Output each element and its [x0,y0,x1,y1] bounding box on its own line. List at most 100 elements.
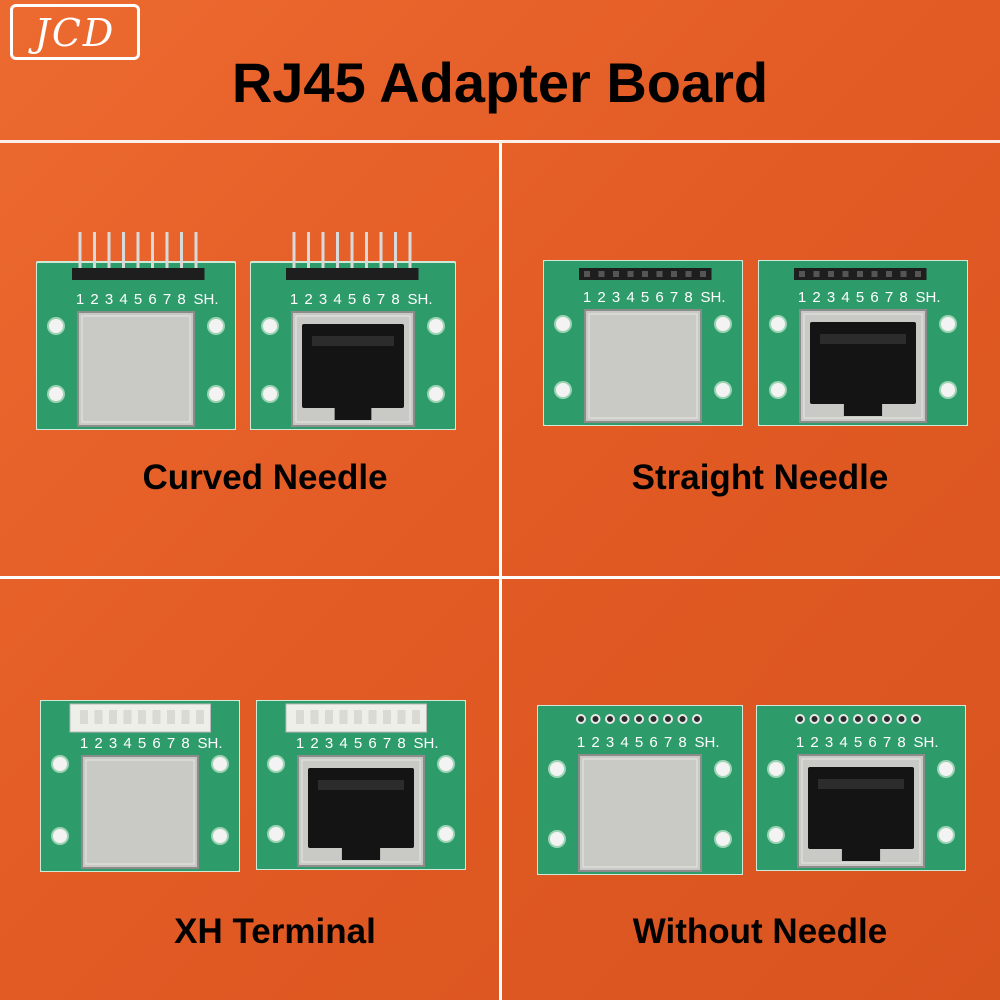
mounting-hole [51,755,69,773]
terminal-slot [325,710,333,724]
pin-label: 2 [591,734,599,751]
pin-label: 3 [827,289,835,306]
pin-label: 3 [325,735,333,752]
terminal-slot [310,710,319,724]
header-pin [292,232,296,274]
mounting-hole [937,826,955,844]
header-pin [408,232,412,274]
pin-label: 4 [626,289,634,306]
solder-hole [576,714,586,724]
rj45-shell-edge [582,758,698,868]
pin-label: 8 [177,291,185,308]
solder-hole [911,714,921,724]
header-pin [656,271,663,277]
pin-label: 6 [868,734,876,751]
pin-label: 5 [134,291,142,308]
pin-label: 7 [167,735,175,752]
pin-label: 6 [152,735,160,752]
pin-label: 6 [649,734,657,751]
pin-label: SH. [915,289,940,306]
variant-label: Curved Needle [142,458,388,497]
terminal-slot [296,710,304,724]
rj45-latch-slot [341,844,381,860]
header-pin [598,271,605,277]
pin-header [72,268,205,280]
header-pin [394,232,397,274]
pin-label: 8 [678,734,686,751]
mounting-hole [47,385,65,403]
pin-label: 4 [339,735,347,752]
pin-label: 1 [798,289,806,306]
solder-hole [795,714,805,724]
mounting-hole [267,755,285,773]
divider-top [0,140,1000,143]
terminal-slot [94,710,103,724]
terminal-slot [397,710,406,724]
rj45-latch-slot [334,404,372,420]
mounting-hole [211,827,229,845]
rj45-shell-edge [85,759,195,865]
solder-hole [605,714,615,724]
variant-label: XH Terminal [174,912,376,951]
header-pin [321,232,325,274]
mounting-hole [548,830,566,848]
header-pin [122,232,125,274]
pin-label: 2 [90,291,98,308]
pin-label: 6 [148,291,156,308]
pin-label: 5 [856,289,864,306]
mounting-hole [548,760,566,778]
header-pin [915,271,921,277]
pin-label: 8 [897,734,905,751]
header-pin [900,271,907,277]
pin-label: 1 [76,291,84,308]
terminal-slot [339,710,348,724]
pin-label: SH. [197,735,222,752]
header-pin [136,232,140,274]
pin-label: 1 [290,291,298,308]
pin-label: 1 [80,735,88,752]
mounting-hole [47,317,65,335]
solder-hole [590,714,601,724]
pin-label: 2 [94,735,102,752]
pin-label: 4 [123,735,131,752]
pin-label: 7 [664,734,672,751]
header-pin [584,271,590,277]
header-pin [828,271,834,277]
divider-vertical [499,143,502,1000]
header-pin [886,271,892,277]
pin-label: SH. [700,289,725,306]
pin-label: SH. [413,735,438,752]
mounting-hole [714,381,732,399]
header-pin [700,271,706,277]
pin-label: 8 [181,735,189,752]
mounting-hole [207,385,225,403]
pin-label: 7 [883,734,891,751]
pin-label: 8 [397,735,405,752]
pin-label: 2 [304,291,312,308]
mounting-hole [211,755,229,773]
terminal-slot [109,710,117,724]
pin-header [286,268,419,280]
header-pin [336,232,339,274]
pin-label: 5 [635,734,643,751]
solder-hole [838,714,849,724]
pin-label: 8 [899,289,907,306]
header-pin [842,271,849,277]
pin-label: 2 [310,735,318,752]
terminal-slot [196,710,204,724]
pin-label: 4 [839,734,847,751]
mounting-hole [267,825,285,843]
header-pin [151,232,154,274]
pin-label: 5 [138,735,146,752]
mounting-hole [939,315,957,333]
mounting-hole [554,381,572,399]
rj45-contacts [818,779,904,789]
header-pin [307,232,310,274]
rj45-shell [584,309,702,423]
solder-hole [692,714,702,724]
